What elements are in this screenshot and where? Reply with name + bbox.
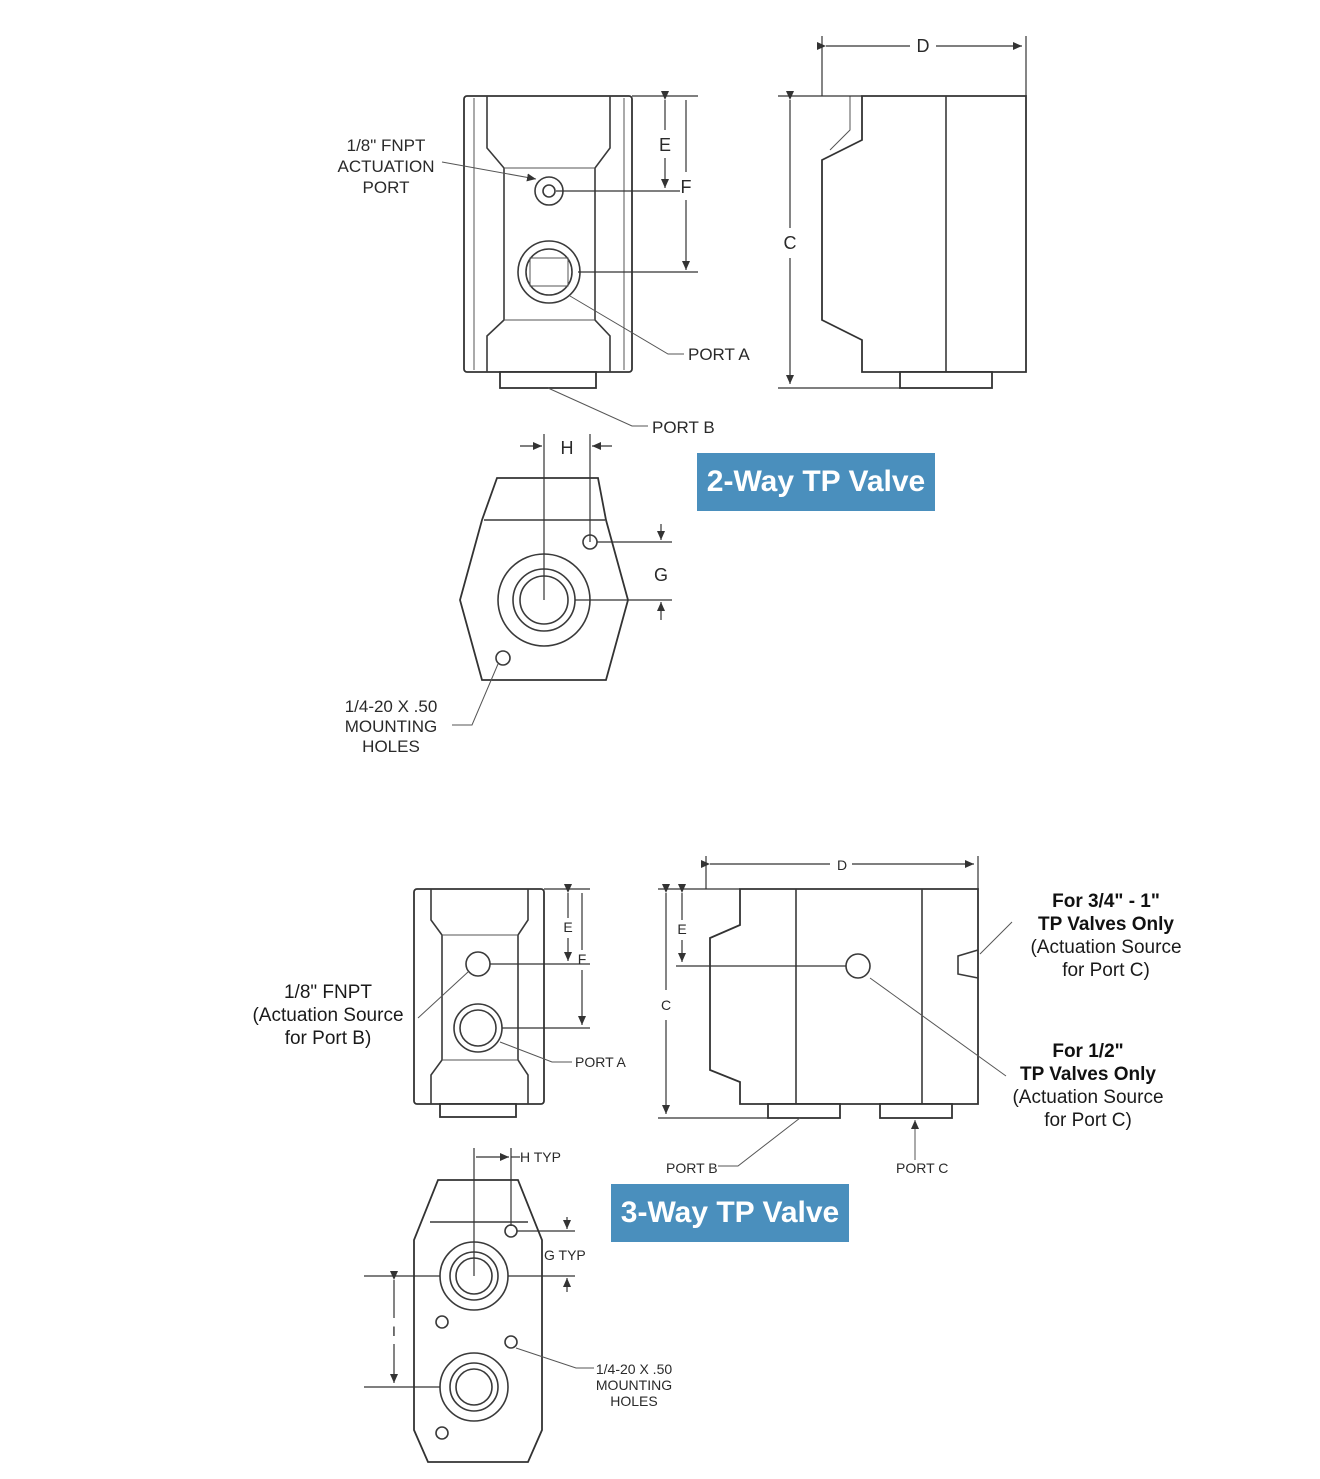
note-large-line-2: TP Valves Only	[1038, 914, 1174, 935]
note-large-line-1: For 3/4" - 1"	[1052, 891, 1160, 912]
three-way-port-a-label: PORT A	[575, 1054, 627, 1070]
three-way-side-view	[709, 888, 979, 1119]
three-way-fnpt-line-3: for Port B)	[285, 1028, 372, 1049]
two-way-port-b-label: PORT B	[652, 418, 715, 437]
two-way-leaders	[441, 161, 684, 726]
three-way-dim-i: I	[392, 1323, 396, 1339]
two-way-dim-c: C	[784, 233, 797, 253]
two-way-dim-d: D	[917, 36, 930, 56]
three-way-dim-d: D	[837, 857, 847, 873]
three-way-fnpt-line-2: (Actuation Source	[252, 1005, 403, 1026]
three-way-bottom-view	[413, 1179, 543, 1463]
two-way-mounting-line-1: 1/4-20 X .50	[345, 697, 438, 716]
three-way-dim-h: H TYP	[520, 1149, 561, 1165]
note-small-line-4: for Port C)	[1044, 1110, 1132, 1131]
two-way-side-view	[821, 95, 1027, 389]
two-way-actuation-line-3: PORT	[363, 178, 410, 197]
three-way-mounting-line-3: HOLES	[610, 1393, 657, 1409]
three-way-side-dims	[658, 856, 979, 1119]
two-way-actuation-line-2: ACTUATION	[338, 157, 435, 176]
two-way-dim-g: G	[654, 565, 668, 585]
three-way-dim-g: G TYP	[544, 1247, 586, 1263]
three-way-dim-c: C	[661, 997, 671, 1013]
three-way-port-b-label: PORT B	[666, 1160, 718, 1176]
note-small-line-1: For 1/2"	[1052, 1041, 1123, 1062]
three-way-leaders	[417, 921, 1013, 1369]
three-way-front-dims	[490, 884, 590, 1029]
two-way-title-badge: 2-Way TP Valve	[697, 453, 935, 511]
three-way-dim-e: E	[563, 919, 572, 935]
two-way-mounting-line-3: HOLES	[362, 737, 420, 756]
two-way-front-dims	[556, 91, 698, 273]
two-way-dim-f: F	[681, 177, 692, 197]
three-way-dim-f: F	[578, 951, 587, 967]
two-way-port-a-label: PORT A	[688, 345, 750, 364]
two-way-front-view	[463, 95, 633, 389]
three-way-bottom-dims	[364, 1148, 575, 1388]
note-large-line-3: (Actuation Source	[1030, 937, 1181, 958]
note-small-line-3: (Actuation Source	[1012, 1087, 1163, 1108]
three-way-port-c-label: PORT C	[896, 1160, 948, 1176]
two-way-bottom-dims	[520, 434, 672, 620]
note-large-line-4: for Port C)	[1062, 960, 1150, 981]
two-way-dim-e: E	[659, 135, 671, 155]
two-way-dim-h: H	[561, 438, 574, 458]
three-way-title-badge: 3-Way TP Valve	[611, 1184, 849, 1242]
three-way-front-view	[413, 888, 545, 1118]
two-way-side-dims	[778, 36, 1027, 389]
three-way-fnpt-line-1: 1/8" FNPT	[284, 982, 372, 1003]
three-way-mounting-line-1: 1/4-20 X .50	[596, 1361, 672, 1377]
two-way-actuation-line-1: 1/8" FNPT	[347, 136, 426, 155]
three-way-dim-e-side: E	[677, 921, 686, 937]
three-way-mounting-line-2: MOUNTING	[596, 1377, 672, 1393]
two-way-mounting-line-2: MOUNTING	[345, 717, 438, 736]
note-small-line-2: TP Valves Only	[1020, 1064, 1156, 1085]
